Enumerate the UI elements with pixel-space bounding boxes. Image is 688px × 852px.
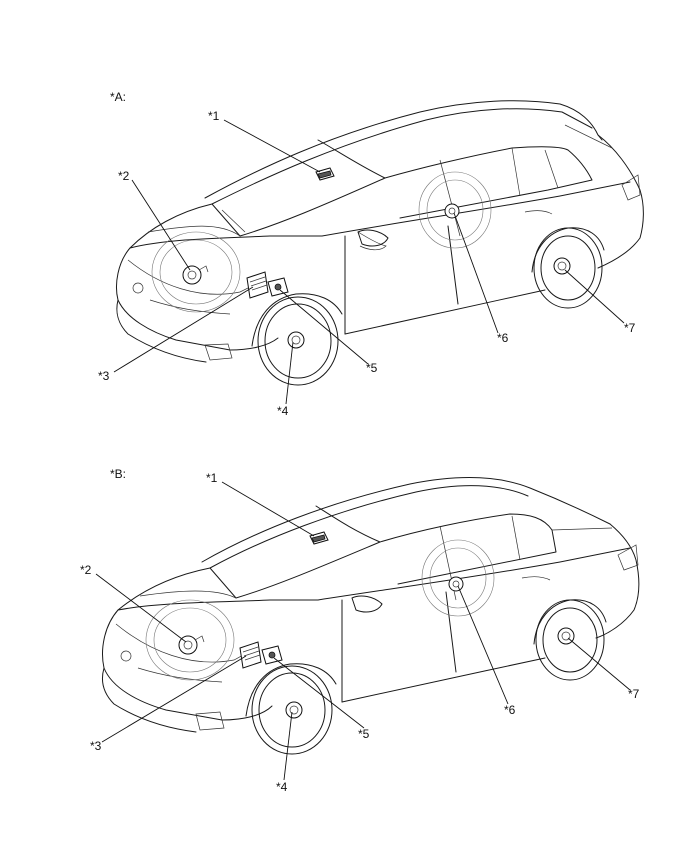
sedan-body — [101, 477, 640, 755]
callout-2: *2 — [118, 169, 130, 183]
view-a-wagon: *A: — [98, 90, 644, 418]
part-3-ecu — [239, 641, 262, 669]
view-a-title: *A: — [110, 90, 126, 104]
callout-4: *4 — [276, 780, 288, 794]
callout-7: *7 — [624, 321, 636, 335]
part-4-speed-sensor-front-right — [285, 701, 303, 719]
wagon-leaders — [113, 119, 625, 405]
callout-5: *5 — [366, 361, 378, 375]
callout-2: *2 — [80, 563, 92, 577]
callout-7: *7 — [628, 687, 640, 701]
part-3-ecu — [246, 271, 269, 299]
callout-4: *4 — [277, 404, 289, 418]
part-6-speed-sensor-rear-left — [448, 576, 464, 592]
part-7-speed-sensor-rear-right — [553, 257, 571, 275]
callout-1: *1 — [208, 109, 220, 123]
sedan-leaders — [95, 481, 631, 781]
callout-5: *5 — [358, 727, 370, 741]
part-5-actuator — [267, 277, 289, 297]
part-2-speed-sensor-front-left — [182, 265, 209, 285]
part-6-speed-sensor-rear-left — [444, 203, 460, 219]
view-b-title: *B: — [110, 467, 126, 481]
part-4-speed-sensor-front-right — [287, 331, 305, 349]
callout-6: *6 — [504, 703, 516, 717]
callout-3: *3 — [98, 369, 110, 383]
wagon-body — [116, 100, 644, 386]
part-5-actuator — [261, 645, 283, 665]
view-b-sedan: *B: — [80, 467, 640, 794]
callout-1: *1 — [206, 471, 218, 485]
sedan-parts — [178, 531, 575, 719]
wagon-parts — [182, 167, 571, 349]
part-2-speed-sensor-front-left — [178, 635, 205, 655]
callout-6: *6 — [497, 331, 509, 345]
callout-3: *3 — [90, 739, 102, 753]
